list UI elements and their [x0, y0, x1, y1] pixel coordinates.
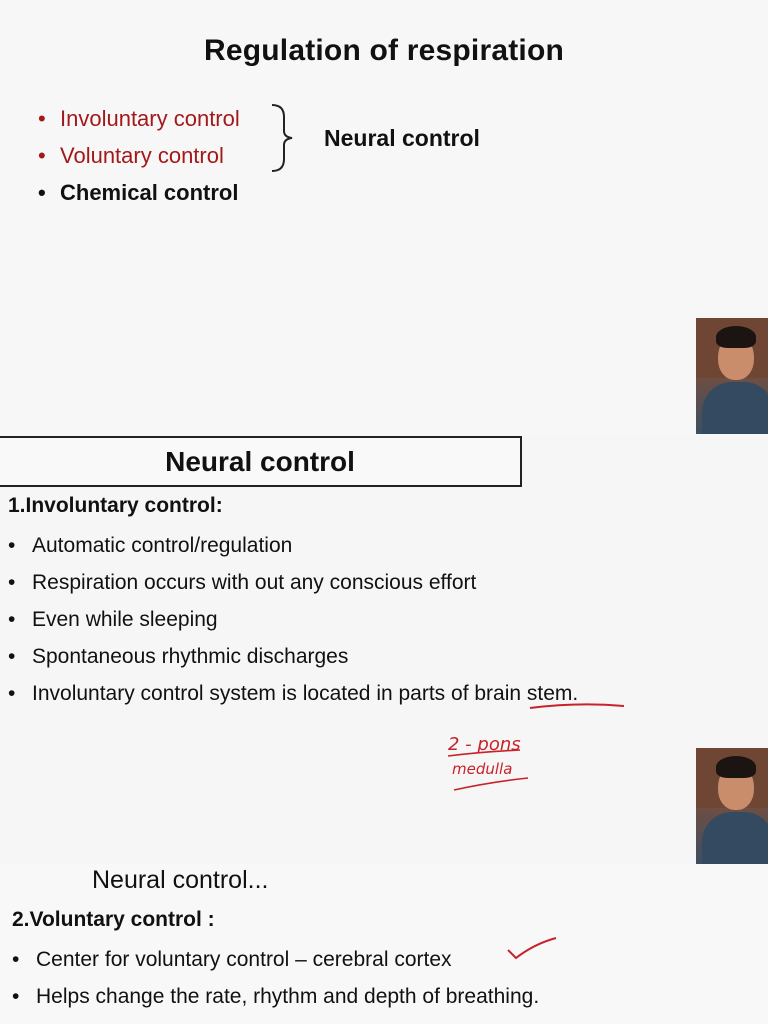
presenter-webcam-icon [696, 748, 768, 864]
list-item: • Spontaneous rhythmic discharges [8, 643, 578, 680]
bullet: • [38, 180, 46, 205]
list-item-text: Center for voluntary control – cerebral … [36, 948, 452, 971]
list-item-text: Automatic control/regulation [32, 534, 293, 557]
list-item-text: Helps change the rate, rhythm and depth … [36, 985, 540, 1008]
presenter-webcam-icon [696, 318, 768, 434]
bullet: • [8, 645, 16, 668]
slide-neural-control: Neural control 1.Involuntary control: • A… [0, 436, 768, 864]
bullet: • [8, 682, 16, 705]
bullet-list: • Automatic control/regulation • Respirati… [8, 532, 578, 717]
list-item-chemical: • Chemical control [38, 180, 238, 206]
annotation-line-1: 2 - pons [448, 734, 521, 755]
section-heading: 1.Involuntary control: [8, 494, 223, 517]
slide-regulation-of-respiration: Regulation of respiration • Involuntary c… [0, 0, 768, 436]
bullet: • [12, 948, 20, 971]
brace-label: Neural control [324, 125, 480, 151]
bullet: • [38, 143, 46, 168]
list-item: • Helps change the rate, rhythm and depth… [12, 983, 539, 1020]
list-item-involuntary: • Involuntary control [38, 106, 240, 132]
section-heading: 2.Voluntary control : [12, 908, 215, 931]
handwritten-underline [529, 703, 625, 709]
list-item-text: Even while sleeping [32, 608, 218, 631]
bullet: • [12, 985, 20, 1008]
list-item-text: Voluntary control [60, 143, 224, 168]
list-item-voluntary: • Voluntary control [38, 143, 224, 169]
slide-title: Regulation of respiration [203, 34, 565, 67]
list-item-text: Respiration occurs with out any consciou… [32, 571, 477, 594]
annotation-line-2: medulla [452, 760, 512, 778]
slide-title: Neural control... [92, 866, 269, 894]
list-item-text: Involuntary control [60, 106, 240, 131]
list-item-text: Involuntary control system is located in… [32, 682, 579, 705]
list-item: • Even while sleeping [8, 606, 578, 643]
bullet: • [38, 106, 46, 131]
bullet: • [8, 608, 16, 631]
list-item: • Center for voluntary control – cerebral… [12, 946, 539, 983]
slide-title-box: Neural control [0, 436, 522, 487]
list-item-text: Spontaneous rhythmic discharges [32, 645, 349, 668]
bullet: • [8, 571, 16, 594]
bullet: • [8, 534, 16, 557]
handwritten-note: 2 - pons medulla [447, 734, 529, 791]
checkmark-icon [507, 937, 557, 960]
right-brace-icon [271, 104, 293, 172]
bullet-list: • Center for voluntary control – cerebral… [12, 946, 539, 1020]
list-item: • Automatic control/regulation [8, 532, 578, 569]
list-item: • Involuntary control system is located i… [8, 680, 578, 717]
list-item: • Respiration occurs with out any conscio… [8, 569, 578, 606]
slide-neural-control-continued: Neural control... 2.Voluntary control : … [0, 864, 768, 1024]
list-item-text: Chemical control [60, 180, 239, 205]
slide-title: Neural control [165, 446, 355, 477]
